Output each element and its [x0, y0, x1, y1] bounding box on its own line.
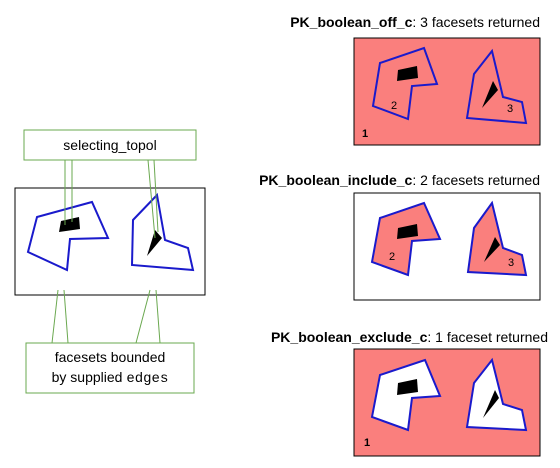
panel-off-label-3: 3 [507, 103, 513, 115]
panel-include-faceset-right [466, 200, 528, 277]
callout-selecting-box [23, 129, 197, 161]
source-faceset-left [26, 200, 110, 272]
panel-off-faceset-right [465, 48, 528, 125]
callout-facesets: facesets bounded by supplied edges [25, 289, 195, 394]
panel-off-black-rect [397, 66, 418, 81]
callout-selecting: selecting_topol [23, 129, 197, 239]
panel-include-black-triangle [484, 237, 500, 262]
source-black-triangle [147, 230, 162, 256]
callout-selecting-text: selecting_topol [63, 137, 156, 153]
panel-off-label-2: 2 [391, 100, 397, 112]
source-panel [14, 187, 206, 296]
callout-facesets-line1: facesets bounded [55, 349, 166, 365]
panel-exclude-title: PK_boolean_exclude_c: 1 faceset returned [271, 329, 548, 345]
panel-off-title: PK_boolean_off_c: 3 facesets returned [290, 14, 540, 30]
panel-include-title: PK_boolean_include_c: 2 facesets returne… [259, 172, 540, 188]
panel-exclude-black-rect [397, 379, 418, 395]
source-faceset-right [130, 192, 195, 272]
panel-include-black-rect [397, 224, 418, 239]
callout-facesets-line2: by supplied edges [52, 369, 169, 387]
panel-off-black-triangle [482, 81, 498, 108]
panel-exclude-label-1: 1 [364, 437, 370, 449]
panel-include-faceset-left [370, 201, 442, 277]
panel-off: PK_boolean_off_c: 3 facesets returned 1 … [290, 14, 541, 146]
panel-off-faceset-left [371, 46, 439, 121]
panel-include-label-2: 2 [389, 251, 395, 263]
panel-include-label-3: 3 [508, 257, 514, 269]
panel-exclude-faceset-left [370, 358, 442, 432]
panel-off-label-1: 1 [362, 128, 368, 140]
panel-include: PK_boolean_include_c: 2 facesets returne… [259, 172, 541, 301]
callout-facesets-box [25, 342, 195, 394]
panel-exclude-black-triangle [483, 390, 499, 418]
panel-exclude: PK_boolean_exclude_c: 1 faceset returned… [271, 329, 548, 457]
source-black-rect [59, 217, 80, 232]
